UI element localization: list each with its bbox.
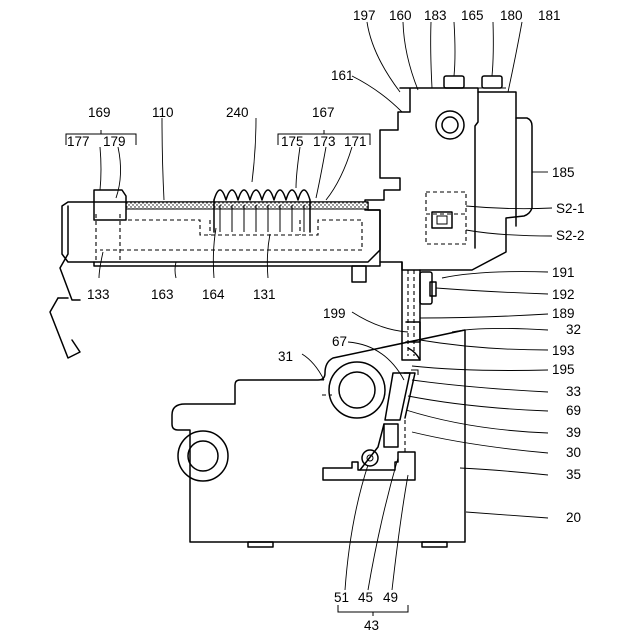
label-31: 31 <box>278 349 293 364</box>
label-175: 175 <box>281 134 304 149</box>
label-110: 110 <box>152 105 174 120</box>
label-51: 51 <box>334 590 349 605</box>
label-181: 181 <box>538 8 561 23</box>
label-171: 171 <box>344 134 367 149</box>
label-133: 133 <box>87 287 110 302</box>
label-195: 195 <box>552 362 575 377</box>
label-131: 131 <box>253 287 276 302</box>
label-39: 39 <box>566 425 581 440</box>
label-161: 161 <box>331 68 354 83</box>
label-s2-2: S2-2 <box>556 228 585 243</box>
label-240: 240 <box>226 105 249 120</box>
label-20: 20 <box>566 510 581 525</box>
bracket-43 <box>338 605 408 616</box>
label-173: 173 <box>313 134 336 149</box>
label-165: 165 <box>461 8 484 23</box>
label-169: 169 <box>88 105 111 120</box>
label-177: 177 <box>67 134 90 149</box>
label-167: 167 <box>312 105 335 120</box>
label-197: 197 <box>353 8 376 23</box>
label-164: 164 <box>202 287 225 302</box>
label-199: 199 <box>323 306 346 321</box>
label-189: 189 <box>552 306 575 321</box>
label-69: 69 <box>566 403 581 418</box>
label-160: 160 <box>389 8 412 23</box>
label-179: 179 <box>103 134 126 149</box>
label-45: 45 <box>358 590 373 605</box>
label-191: 191 <box>552 265 575 280</box>
label-193: 193 <box>552 343 575 358</box>
connector-mechanism <box>402 262 436 360</box>
label-180: 180 <box>500 8 523 23</box>
label-185: 185 <box>552 165 575 180</box>
label-183: 183 <box>424 8 447 23</box>
upper-unit-160 <box>365 76 532 270</box>
label-33: 33 <box>566 384 581 399</box>
reference-labels: 197 160 183 165 180 181 161 169 110 240 … <box>67 8 585 633</box>
label-67: 67 <box>332 334 347 349</box>
label-49: 49 <box>383 590 398 605</box>
lower-unit-20 <box>172 330 465 547</box>
label-35: 35 <box>566 467 581 482</box>
label-43: 43 <box>364 618 379 633</box>
label-192: 192 <box>552 287 575 302</box>
label-30: 30 <box>566 445 581 460</box>
label-s2-1: S2-1 <box>556 201 585 216</box>
label-163: 163 <box>151 287 174 302</box>
label-32: 32 <box>566 322 581 337</box>
